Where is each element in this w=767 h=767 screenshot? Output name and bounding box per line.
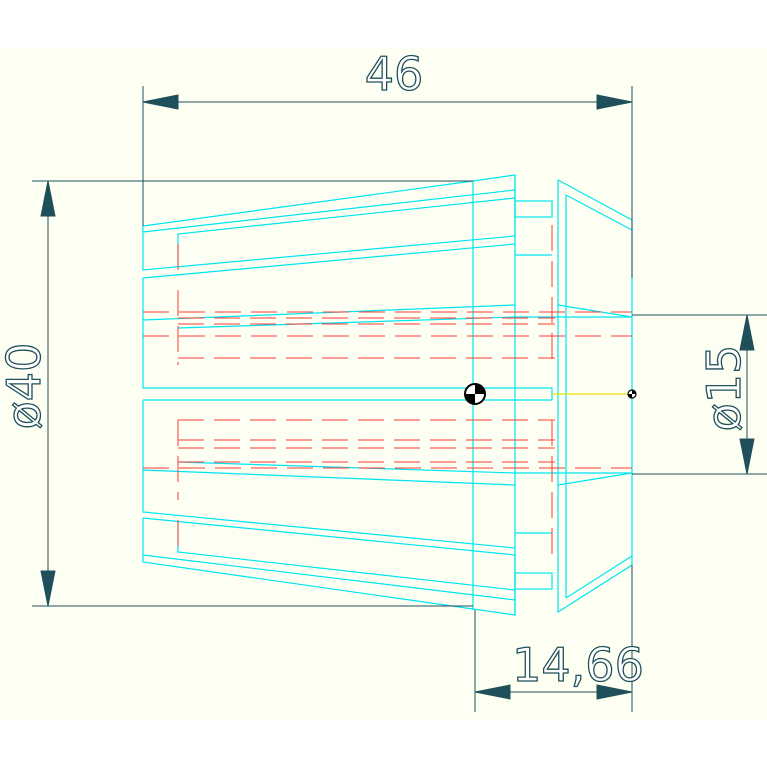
nose-edge	[565, 555, 633, 599]
collet-outline	[142, 174, 633, 616]
dimension-lines	[32, 86, 767, 712]
groove-ring-bottom	[514, 572, 553, 590]
groove-ring-top	[514, 200, 553, 218]
upper-jaw-edge	[142, 243, 516, 279]
upper-jaw-edge	[142, 189, 516, 233]
centroid-symbol	[464, 383, 486, 405]
nose-edge	[565, 194, 633, 231]
arrowhead	[596, 684, 633, 700]
lower-finger-outline	[142, 400, 516, 549]
lower-jaw-edge	[142, 554, 516, 601]
arrowhead	[474, 684, 511, 700]
arrowhead	[596, 94, 633, 110]
dim-text-bore-diameter: ø15	[697, 345, 751, 432]
drawing-paper	[0, 48, 767, 720]
arrowhead	[40, 180, 56, 217]
nose-bore-edge	[557, 304, 633, 318]
dim-text-length: 46	[365, 47, 424, 101]
dim-text-nose-length: 14,66	[512, 638, 644, 692]
dim-text-outer-diameter: ø40	[0, 343, 51, 430]
arrowhead	[142, 94, 179, 110]
arrowhead	[739, 314, 755, 351]
hidden-lines	[143, 225, 632, 560]
lower-finger-edge	[142, 469, 516, 486]
nose-bore-edge	[557, 472, 633, 486]
origin-symbol	[627, 389, 637, 399]
arrowhead	[40, 570, 56, 607]
arrowhead	[739, 438, 755, 475]
